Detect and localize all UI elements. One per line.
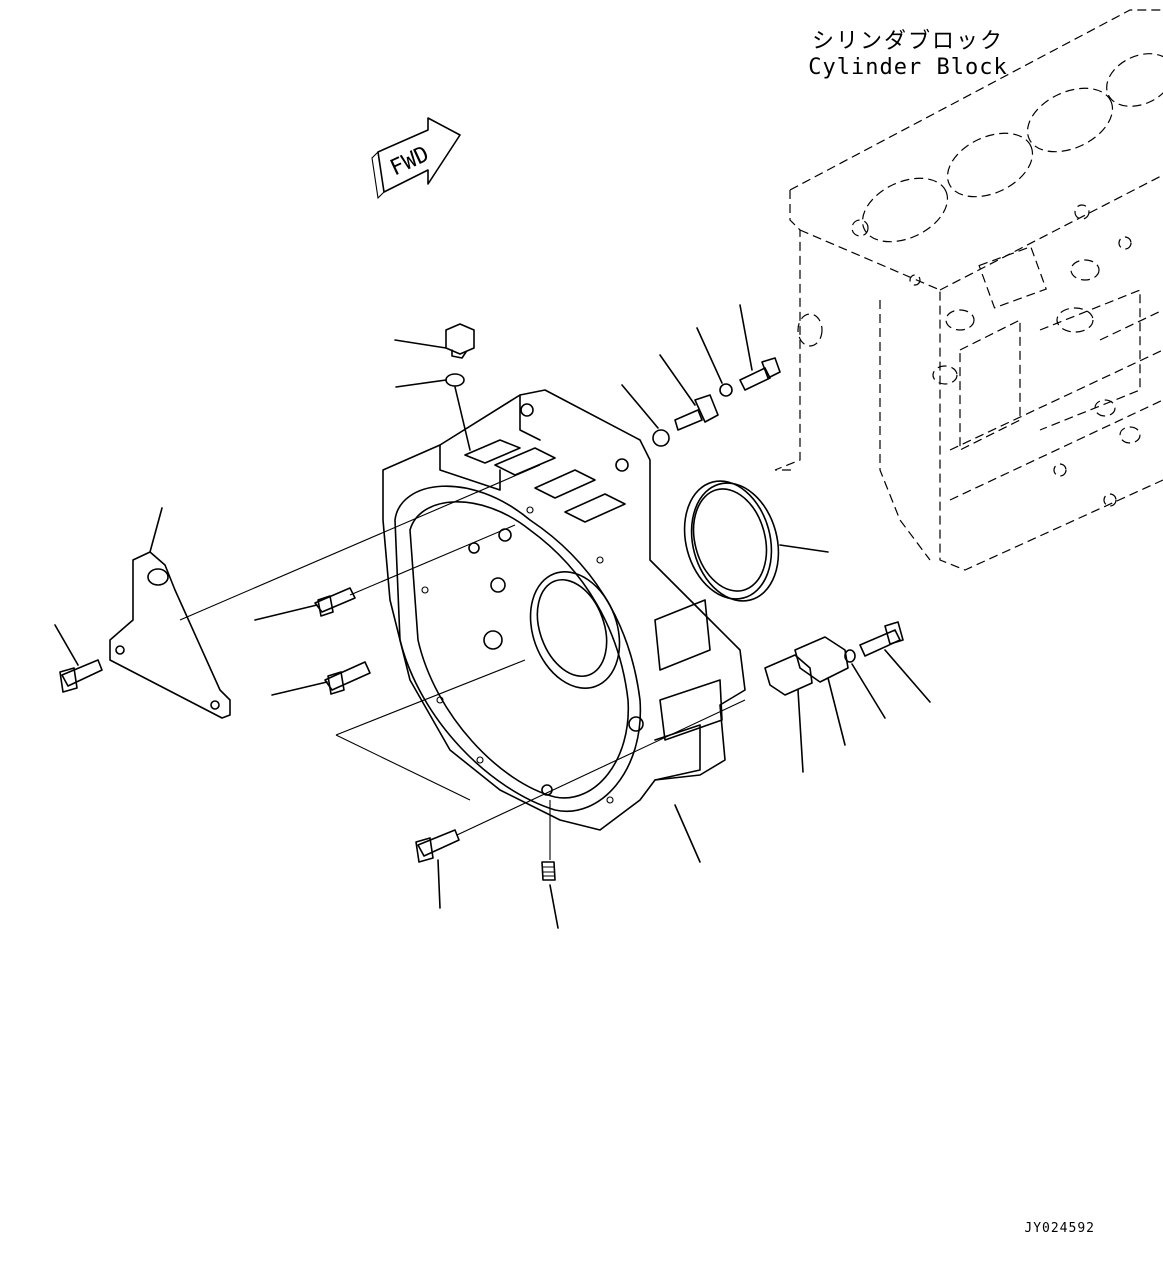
drawing-code: JY024592	[1024, 1221, 1095, 1236]
flywheel-housing	[382, 389, 746, 831]
lock-washer	[719, 383, 733, 397]
bolt	[59, 659, 103, 693]
threaded-plug	[541, 861, 556, 881]
bolt	[314, 587, 356, 617]
mounting-bracket	[109, 551, 231, 719]
forward-direction-arrow: FWD	[371, 117, 461, 200]
bolt	[324, 661, 371, 695]
leader-lines	[54, 304, 931, 929]
plug	[445, 323, 475, 359]
speed-sensor	[674, 394, 719, 431]
fwd-text: FWD	[386, 142, 433, 181]
bolt	[415, 829, 460, 863]
oil-seal	[683, 480, 780, 602]
bolt	[739, 357, 781, 391]
bolt	[859, 621, 904, 657]
washer	[844, 649, 856, 663]
cover-plate	[794, 636, 849, 683]
cover-gasket	[764, 654, 813, 696]
o-ring	[652, 429, 670, 447]
cylinder-block-label-en: Cylinder Block	[808, 55, 1007, 80]
gasket-washer	[445, 373, 465, 387]
cylinder-block-label-jp: シリンダブロック	[812, 29, 1004, 54]
cylinder-block-outline	[774, 9, 1163, 571]
